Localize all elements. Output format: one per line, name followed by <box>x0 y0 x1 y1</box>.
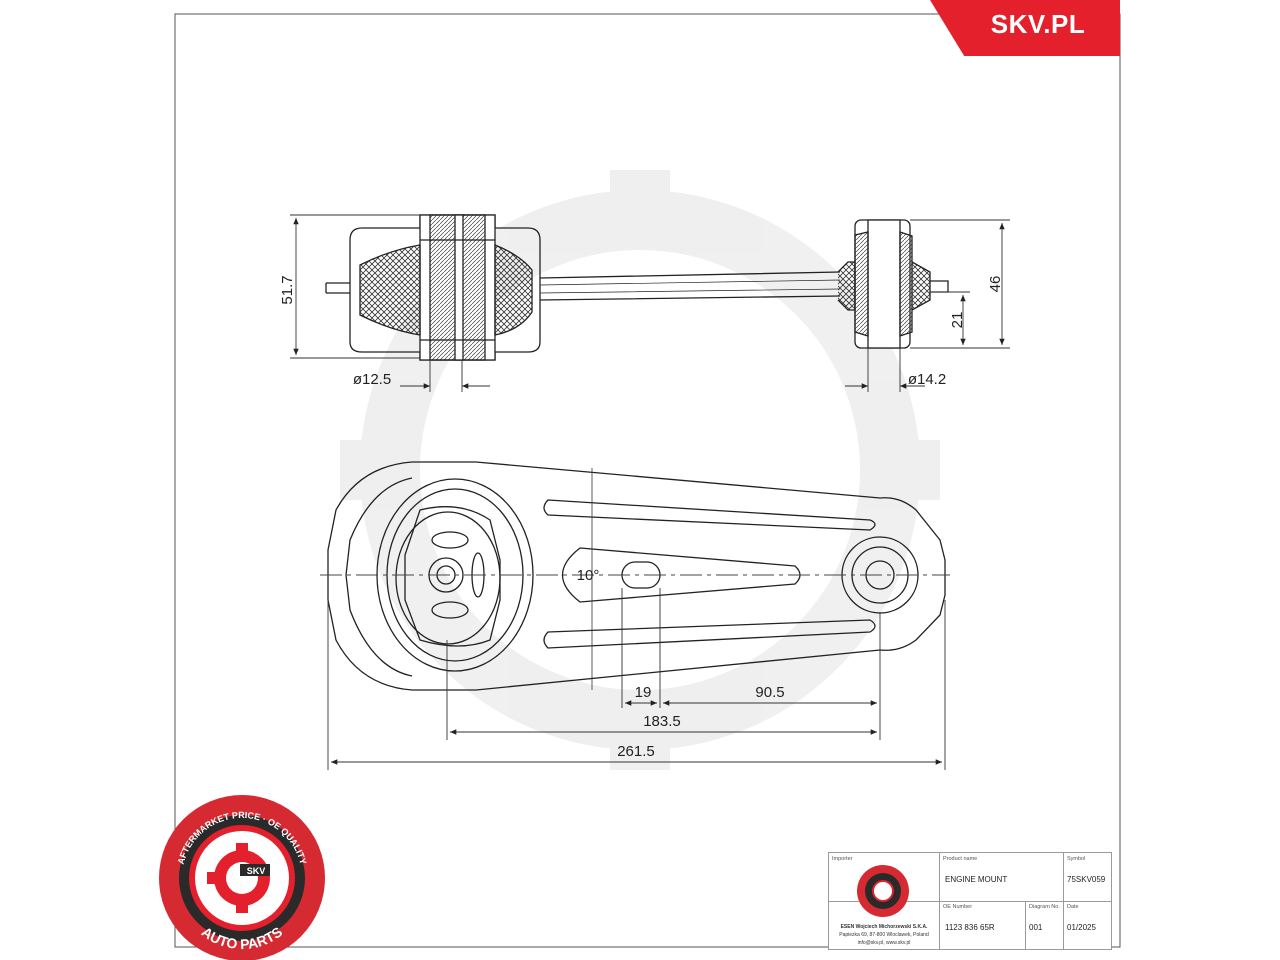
importer-address: Papiezka 69, 87-800 Wloclawek, Poland <box>839 932 929 938</box>
dim-right-offset: 21 <box>949 312 966 329</box>
skv-badge: SKV AFTERMARKET PRICE · OE QUALITY AUTO … <box>159 795 325 960</box>
importer-seal-icon <box>857 865 909 917</box>
product-name: ENGINE MOUNT <box>945 875 1008 884</box>
side-view <box>325 214 949 361</box>
oe-label: OE Number <box>943 904 973 910</box>
watermark-gear <box>340 170 940 770</box>
dim-right-height: 46 <box>987 276 1004 293</box>
symbol-value: 75SKV059 <box>1067 875 1106 884</box>
badge-center-text: SKV <box>247 866 266 876</box>
dim-19: 19 <box>635 684 652 701</box>
side-view-dimensions <box>290 214 1010 392</box>
diagram-no: 001 <box>1029 923 1043 932</box>
dim-angle: 10° <box>577 567 600 584</box>
sheet-frame <box>174 13 1121 948</box>
importer-contact: info@skv.pl, www.skv.pl <box>857 940 911 946</box>
dim-261-5: 261.5 <box>617 743 655 760</box>
oe-number: 1123 836 65R <box>945 923 995 932</box>
dim-90-5: 90.5 <box>755 684 784 701</box>
brand-logo: SKV.PL <box>990 9 1086 39</box>
diagram-label: Diagram No. <box>1029 904 1060 910</box>
dim-right-bore: ø14.2 <box>908 371 946 388</box>
date-label: Date <box>1067 904 1079 910</box>
date-value: 01/2025 <box>1067 923 1096 932</box>
importer-name: ESEN Wojciech Michorzewski S.K.A. <box>840 924 928 930</box>
symbol-label: Symbol <box>1067 856 1086 862</box>
plan-view-dimensions <box>327 588 946 770</box>
dim-side-height: 51.7 <box>279 275 296 304</box>
dim-left-bore: ø12.5 <box>353 371 391 388</box>
product-label: Product name <box>943 856 978 862</box>
importer-label: Importer <box>832 856 853 862</box>
brand-tab <box>930 0 1120 56</box>
dim-183-5: 183.5 <box>643 713 681 730</box>
title-block: Importer ESEN Wojciech Michorzewski S.K.… <box>828 852 1112 950</box>
